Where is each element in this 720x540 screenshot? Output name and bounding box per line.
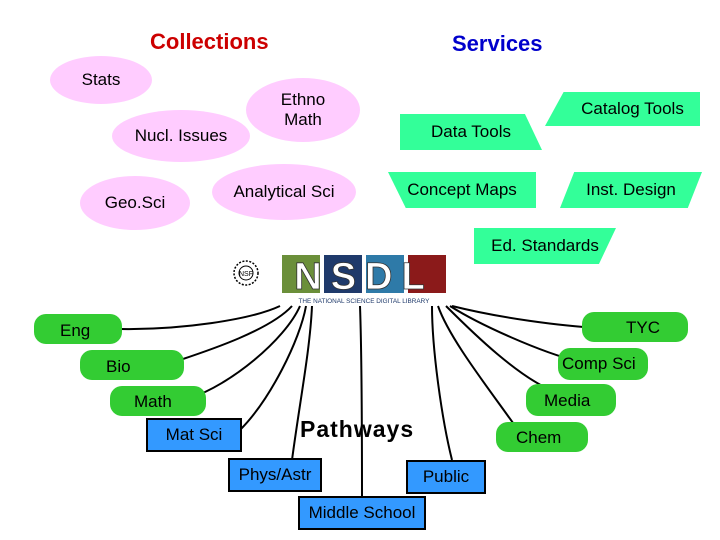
service-ed-standards-label: Ed. Standards xyxy=(491,236,599,255)
collection-nucl-issues-label: Nucl. Issues xyxy=(134,126,228,146)
collection-analytical-sci-label: Analytical Sci xyxy=(233,182,335,202)
collection-stats[interactable]: Stats xyxy=(50,56,152,104)
nsdl-tagline: THE NATIONAL SCIENCE DIGITAL LIBRARY xyxy=(299,298,431,305)
service-data-tools-label: Data Tools xyxy=(430,122,511,141)
pathway-chem[interactable] xyxy=(496,422,588,452)
nsf-seal-icon: NSF xyxy=(233,260,259,286)
pathways-title: Pathways xyxy=(300,416,415,442)
nsf-seal-text: NSF xyxy=(239,271,253,278)
collection-geo-sci[interactable]: Geo.Sci xyxy=(80,176,190,230)
pathway-phys-astr-label: Phys/Astr xyxy=(238,465,312,484)
collection-ethno-math-label: Ethno Math xyxy=(280,90,326,129)
service-concept-maps[interactable]: Concept Maps xyxy=(388,172,536,208)
pathway-public-label: Public xyxy=(422,467,470,486)
collection-nucl-issues[interactable]: Nucl. Issues xyxy=(112,110,250,162)
pathway-math-label: Math xyxy=(134,392,172,411)
pathway-tyc[interactable] xyxy=(582,312,688,342)
pathway-media-label: Media xyxy=(544,391,591,410)
pathway-tyc-label: TYC xyxy=(626,318,660,337)
pathway-comp-sci-label: Comp Sci xyxy=(562,354,636,373)
pathway-bio[interactable] xyxy=(80,350,184,380)
service-concept-maps-label: Concept Maps xyxy=(407,180,517,199)
service-data-tools[interactable]: Data Tools xyxy=(400,114,542,150)
collection-stats-label: Stats xyxy=(81,70,121,90)
service-inst-design-label: Inst. Design xyxy=(586,180,676,199)
collections-header: Collections xyxy=(150,29,269,54)
pathway-comp-sci[interactable] xyxy=(558,348,648,380)
nsdl-letters: NSDL xyxy=(294,256,433,298)
pathway-eng-label: Eng xyxy=(60,321,91,340)
pathway-eng[interactable] xyxy=(34,314,122,344)
collection-geo-sci-label: Geo.Sci xyxy=(104,193,166,213)
pathway-public[interactable]: Public xyxy=(406,460,486,494)
pathway-mat-sci[interactable]: Mat Sci xyxy=(146,418,242,452)
pathway-media[interactable] xyxy=(526,384,616,416)
services-header: Services xyxy=(452,31,543,56)
pathway-middle-school[interactable]: Middle School xyxy=(298,496,426,530)
service-ed-standards[interactable]: Ed. Standards xyxy=(474,228,616,264)
service-inst-design[interactable]: Inst. Design xyxy=(560,172,702,208)
pathway-phys-astr[interactable]: Phys/Astr xyxy=(228,458,322,492)
pathway-middle-school-label: Middle School xyxy=(308,503,416,522)
service-catalog-tools[interactable]: Catalog Tools xyxy=(545,92,700,126)
collection-ethno-math[interactable]: Ethno Math xyxy=(246,78,360,142)
pathway-math[interactable] xyxy=(110,386,206,416)
service-catalog-tools-label: Catalog Tools xyxy=(581,99,684,118)
pathway-chem-label: Chem xyxy=(516,428,562,447)
pathway-bio-label: Bio xyxy=(106,357,131,376)
nsdl-logo[interactable]: NSF NSDL THE NATIONAL SCIENCE DIGITAL LI… xyxy=(226,245,454,307)
collection-analytical-sci[interactable]: Analytical Sci xyxy=(212,164,356,220)
pathway-mat-sci-label: Mat Sci xyxy=(165,425,223,444)
